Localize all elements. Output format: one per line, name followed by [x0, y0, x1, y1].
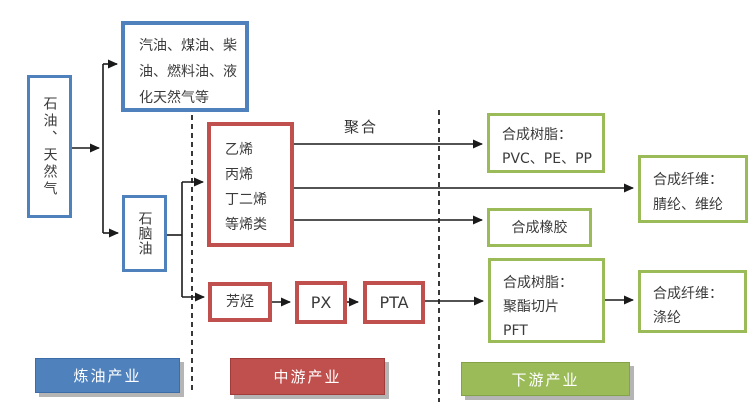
olefins-line: 丙烯	[225, 167, 253, 183]
refined-products-line: 化天然气等	[139, 90, 209, 106]
node-fiber-acrylic: 合成纤维： 腈纶、维纶	[638, 155, 748, 223]
fiber-acrylic-line: 腈纶、维纶	[653, 197, 723, 213]
node-olefins: 乙烯 丙烯 丁二烯 等烯类	[207, 122, 294, 247]
resin-polyester-line: PFT	[503, 323, 528, 339]
polymerization-label: 聚合	[344, 118, 379, 136]
node-rubber: 合成橡胶	[487, 208, 592, 247]
fiber-polyester-line: 合成纤维：	[653, 286, 723, 302]
node-aromatics: 芳烃	[208, 282, 272, 322]
node-pta: PTA	[363, 281, 425, 324]
resin-pvc-line: PVC、PE、PP	[502, 151, 592, 167]
stage-label-midstream: 中游产业	[230, 358, 385, 395]
fiber-acrylic-line: 合成纤维：	[653, 172, 723, 188]
node-resin-pvc: 合成树脂： PVC、PE、PP	[487, 113, 605, 173]
node-resin-polyester: 合成树脂： 聚酯切片 PFT	[488, 258, 605, 343]
stage-label-downstream: 下游产业	[461, 362, 630, 396]
fiber-polyester-line: 涤纶	[653, 310, 681, 326]
resin-polyester-line: 合成树脂：	[503, 275, 573, 291]
refined-products-line: 汽油、煤油、柴	[139, 38, 237, 54]
olefins-line: 丁二烯	[225, 192, 267, 208]
refined-products-line: 油、燃料油、液	[139, 64, 237, 80]
resin-pvc-line: 合成树脂：	[502, 127, 572, 143]
resin-polyester-line: 聚酯切片	[503, 299, 559, 315]
olefins-line: 等烯类	[225, 217, 267, 233]
node-oil-gas: 石油、天然气	[27, 75, 72, 218]
node-fiber-polyester: 合成纤维： 涤纶	[638, 270, 747, 333]
node-naphtha: 石脑油	[122, 195, 167, 272]
stage-label-refining: 炼油产业	[35, 358, 180, 393]
olefins-line: 乙烯	[225, 142, 253, 158]
node-refined-products: 汽油、煤油、柴 油、燃料油、液 化天然气等	[121, 21, 249, 112]
node-px: PX	[295, 281, 347, 324]
